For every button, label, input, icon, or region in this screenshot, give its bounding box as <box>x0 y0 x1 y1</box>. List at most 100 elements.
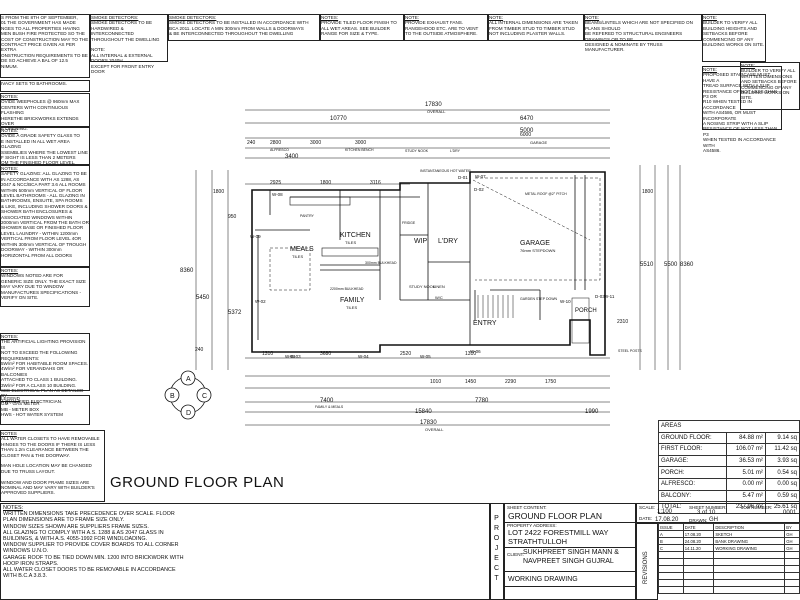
project-letter: T <box>494 575 500 582</box>
dim-6470: 6470 <box>520 116 534 122</box>
revision-row-empty <box>658 586 800 594</box>
note-line: COMMENCING OF ANY <box>741 84 792 90</box>
revision-cell: B <box>658 537 684 545</box>
note-line: PROVIDE TILED FLOOR FINISH TO <box>321 20 397 26</box>
note-line: E INSTALLED IN ALL WET AREA GLAZING <box>1 138 70 150</box>
dim-left-5450: 5450 <box>196 295 210 301</box>
area-squares: 3.93 sq <box>764 454 800 468</box>
revision-cell: GH <box>784 530 800 538</box>
note-line: THE ARTIFICIAL LIGHTING PROVISION IS <box>1 339 86 350</box>
bottom-note-line: GARAGE ROOF TO BE TIED DOWN MIN. 1200 IN… <box>3 554 184 561</box>
note-line: BUILDING WORKS ON SITE. <box>703 42 765 48</box>
room-porch: PORCH <box>575 308 597 314</box>
room-laundry: L'DRY <box>438 238 458 245</box>
dim-1800: 1800 <box>320 180 332 186</box>
area-label: BALCONY: <box>658 489 727 503</box>
bottom-note-line: WINDOW SUPPLIER TO PROVIDE COVER BOARDS … <box>3 542 179 549</box>
note-line: OVIDE WEEPHOLES @ 960mm MAX <box>1 99 80 105</box>
area-m2: 0.00 m² <box>725 477 766 491</box>
address-line-2: STRATHTULLOH <box>508 537 568 546</box>
note-line: COST OF CONSTRUCTION MAY TO THE <box>1 36 89 42</box>
client-line-2: NAVPREET SINGH GUJRAL <box>523 558 614 565</box>
note-line: NOTE: <box>91 47 106 53</box>
room-study-nook: STUDY NOOK <box>409 284 436 289</box>
dim-3000a: 3000 <box>310 140 322 146</box>
note-line: WITHIN 300mm VERTICAL OF TROUGH <box>1 241 87 247</box>
dim-right-2310: 2310 <box>617 319 629 325</box>
area-label: FIRST FLOOR: <box>658 443 727 456</box>
note-line: MANUFACTURES SPECIFICATIONS - <box>1 289 82 295</box>
areas-header: AREAS <box>658 420 800 433</box>
room-entry: ENTRY <box>473 320 497 327</box>
bottom-note-line: HOOP IRON STRAPS. <box>3 560 59 567</box>
note-line: MB - METER BOX <box>1 406 40 412</box>
revision-header-cell: DATE <box>682 523 715 531</box>
note-line: BUILDING WORKS ON <box>741 90 790 96</box>
bottom-note-line: ALL WATER CLOSET DOORS TO BE REMOVABLE I… <box>3 567 176 574</box>
revision-cell: BANK DRAWING <box>713 537 786 545</box>
note-line: SHOWER BASE OR FINISHED FLOOR <box>1 225 84 231</box>
dim-ldry: L'DRY <box>450 149 460 153</box>
kitchen-bench <box>289 196 351 206</box>
note-line: ONSTRUCTION REQUIREMENTS TO BE <box>1 52 88 58</box>
dim-right-1800: 1800 <box>642 189 654 195</box>
note-line: WINDOW AND DOOR FRAME SIZES ARE <box>1 479 90 485</box>
address-line-1: LOT 2422 FORESTMILL WAY <box>508 528 609 537</box>
external-walls <box>251 171 606 356</box>
scale-value: 1:100 <box>657 509 673 515</box>
dim-kitchen-bench: KITCHEN BENCH <box>345 148 374 152</box>
note-line: NOT TO EXCEED THE FOLLOWING <box>1 350 78 356</box>
sheet-number: 3 of 10 <box>697 510 716 516</box>
client-line-1: SUKHPREET SINGH MANN & <box>523 549 619 556</box>
revision-row-empty <box>658 551 800 559</box>
note-line: NGES TO ALL PROPERTIES HAVING <box>1 25 80 31</box>
note-line: MEN BUSH FIRE PROTECTED SO THE <box>1 31 85 37</box>
window-tag: D-01 <box>458 175 468 180</box>
note-line: PROPOSED STAIRCASE MUST HAVE A <box>703 72 771 83</box>
note-line: IVACY SETS TO BATHROOMS. <box>1 81 67 86</box>
room-family: FAMILY <box>340 297 365 304</box>
note-line: WITHIN 500mm VERTICAL OF FLOOR <box>1 187 83 193</box>
note-line: TREAD SURFACE WITH A SLIP <box>703 83 770 89</box>
dim-garage-label: GARAGE <box>530 140 548 145</box>
revision-cell: GH <box>784 544 800 552</box>
note-line: F SIGHT IS LESS THAN 2 METERS <box>1 155 76 161</box>
revision-header-cell: ISSUE <box>658 523 684 531</box>
note-heading: NOTE: <box>585 15 600 20</box>
note-line: DUE TO TRUSS LAYOUT. <box>1 468 56 474</box>
note-line: & LIKE, INCLUDING SHOWER DOORS & <box>1 203 88 209</box>
dim-left-240: 240 <box>195 347 204 353</box>
dim-right-5510: 5510 <box>640 262 654 268</box>
note-line: NOT INCLUDING PLASTER WALLS. <box>489 31 566 37</box>
porch-area <box>571 297 590 344</box>
window-tag: W-04 <box>358 354 369 359</box>
dim-overall-bottom-label: OVERALL <box>425 427 444 432</box>
note-line: ATTACHED TO CLASS 1 BUILDING. <box>1 377 77 383</box>
note-line: HARDWIRED & INTERCONNECTED <box>91 25 134 37</box>
property-label: PROPERTY ADDRESS: <box>507 523 557 528</box>
note-line: SSEMBLIES WHERE THE LOWEST LINE <box>1 149 88 155</box>
dim-1990: 1990 <box>585 409 599 415</box>
note-heading: NOTE: <box>703 67 718 72</box>
area-squares: 0.54 sq <box>764 466 800 479</box>
note-line: 5W/m² FOR HABITABLE ROOM SPACES. <box>1 361 89 367</box>
note-line: MAN HOLE LOCATION MAY BE CHANGED <box>1 463 92 469</box>
bottom-notes: NOTES: WRITTEN DIMENSIONS TAKE PRECEDENC… <box>0 503 490 600</box>
revision-row-empty <box>658 579 800 587</box>
garage-dashed-lines <box>269 177 601 291</box>
note-line: SITE. <box>741 95 753 101</box>
dim-1750: 1750 <box>545 379 557 385</box>
note-line: DESIGNED & NOMINATE BY TRUSS MANUFACTURE… <box>585 42 663 53</box>
note-heading: SMOKE DETECTORS: <box>169 15 217 20</box>
note-bulkhead-2200: 2200mm BULKHEAD <box>330 287 364 291</box>
